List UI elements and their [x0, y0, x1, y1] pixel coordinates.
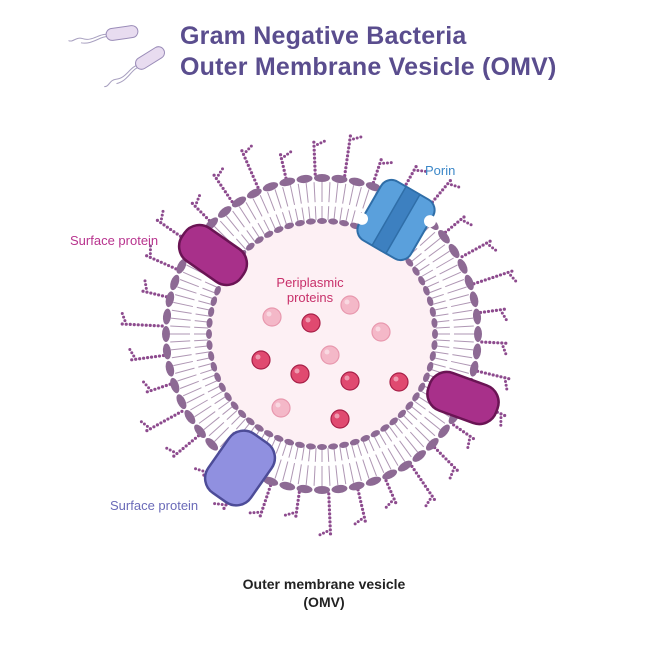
periplasmic-protein	[330, 409, 350, 429]
periplasmic-protein	[371, 322, 391, 342]
periplasmic-protein	[262, 307, 282, 327]
surface-protein-bottom	[203, 429, 277, 507]
surface-protein-right	[426, 370, 500, 426]
inner-leaflet-heads	[206, 218, 438, 450]
periplasmic-protein	[251, 350, 271, 370]
periplasmic-proteins	[251, 295, 409, 429]
caption-line1: Outer membrane vesicle	[242, 576, 406, 592]
porin	[356, 178, 436, 262]
periplasmic-protein	[340, 295, 360, 315]
periplasmic-protein	[340, 371, 360, 391]
periplasmic-protein	[301, 313, 321, 333]
periplasm	[210, 222, 434, 446]
vesicle	[120, 134, 518, 537]
surface-protein-label-top: Surface protein	[70, 233, 159, 248]
periplasmic-protein	[389, 372, 409, 392]
surface-protein-top	[177, 223, 249, 287]
page-subtitle: Outer Membrane Vesicle (OMV)	[180, 53, 557, 81]
caption-line2: (OMV)	[303, 594, 345, 610]
page-title: Gram Negative Bacteria	[180, 22, 467, 50]
periplasmic-protein	[320, 345, 340, 365]
porin-label: Porin	[425, 163, 456, 178]
periplasmic-protein	[290, 364, 310, 384]
periplasmic-label-line1: Periplasmic	[276, 275, 344, 290]
outer-leaflet-heads	[162, 174, 482, 494]
surface-protein-label-bottom: Surface protein	[110, 498, 199, 513]
periplasmic-protein	[271, 398, 291, 418]
lps-chains	[120, 134, 518, 537]
bacteria-icon	[68, 25, 165, 88]
periplasmic-label-line2: proteins	[286, 290, 334, 305]
